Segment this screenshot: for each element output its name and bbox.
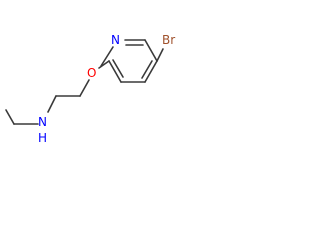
bond-c3-c2-inner bbox=[112, 59, 124, 78]
bond-cb-n bbox=[47, 95, 57, 113]
bond-c5-c4 bbox=[144, 60, 158, 83]
bond-n1-c2 bbox=[100, 46, 114, 67]
structure-diagram: Br N O N H bbox=[5, 33, 175, 145]
ether-oxygen-label: O bbox=[87, 66, 96, 80]
bromine-label: Br bbox=[162, 33, 175, 47]
bond-c5-br bbox=[156, 48, 164, 62]
bond-c5-c4-inner bbox=[141, 60, 153, 79]
amine-nitrogen-label: N bbox=[38, 115, 47, 129]
amine-hydrogen-label: H bbox=[38, 131, 47, 145]
bond-cc-cd bbox=[5, 109, 15, 125]
bond-c2-o bbox=[98, 60, 110, 69]
bond-c3-c2 bbox=[108, 60, 122, 83]
pyridine-ring bbox=[100, 39, 158, 83]
ring-nitrogen-label: N bbox=[111, 33, 120, 47]
bond-o-ca bbox=[79, 79, 90, 97]
bond-c6-c5 bbox=[144, 39, 158, 62]
